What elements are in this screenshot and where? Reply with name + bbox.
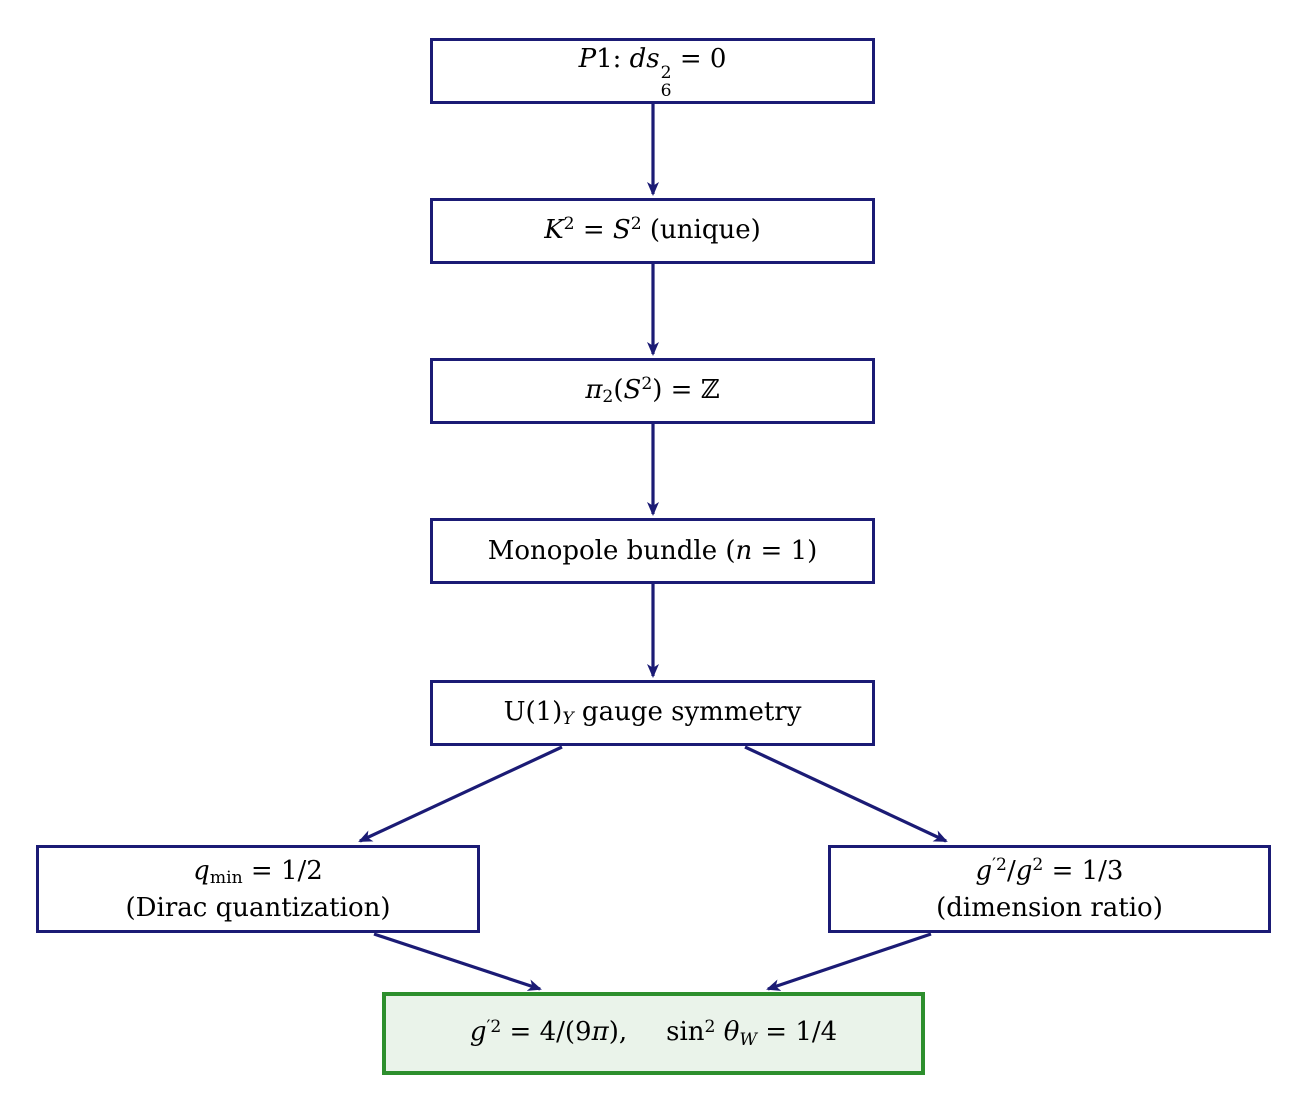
arrow-gauge-ratio: [744, 745, 948, 843]
node-dirac-formula: qmin = 1/2: [193, 855, 323, 889]
arrow-ratio-result: [766, 932, 932, 991]
node-dirac: qmin = 1/2 (Dirac quantization): [36, 845, 480, 933]
node-gauge: U(1)Y gauge symmetry: [430, 680, 875, 746]
node-ratio-caption: (dimension ratio): [936, 892, 1163, 923]
node-result: g′2 = 4/(9π), sin2 θW = 1/4: [382, 992, 925, 1075]
node-ratio: g′2/g2 = 1/3 (dimension ratio): [828, 845, 1271, 933]
node-ratio-formula: g′2/g2 = 1/3: [975, 855, 1124, 886]
node-kahler-label: K2 = S2 (unique): [544, 214, 761, 245]
node-dirac-caption: (Dirac quantization): [125, 892, 391, 923]
node-homotopy-label: π2(S2) = ℤ: [585, 374, 720, 408]
node-gauge-label: U(1)Y gauge symmetry: [503, 696, 802, 730]
node-kahler: K2 = S2 (unique): [430, 198, 875, 264]
node-monopole: Monopole bundle (n = 1): [430, 518, 875, 584]
arrow-dirac-result: [373, 932, 542, 991]
node-monopole-label: Monopole bundle (n = 1): [487, 536, 818, 566]
arrow-gauge-dirac: [358, 745, 563, 843]
node-homotopy: π2(S2) = ℤ: [430, 358, 875, 424]
node-result-label: g′2 = 4/(9π), sin2 θW = 1/4: [469, 1016, 838, 1050]
